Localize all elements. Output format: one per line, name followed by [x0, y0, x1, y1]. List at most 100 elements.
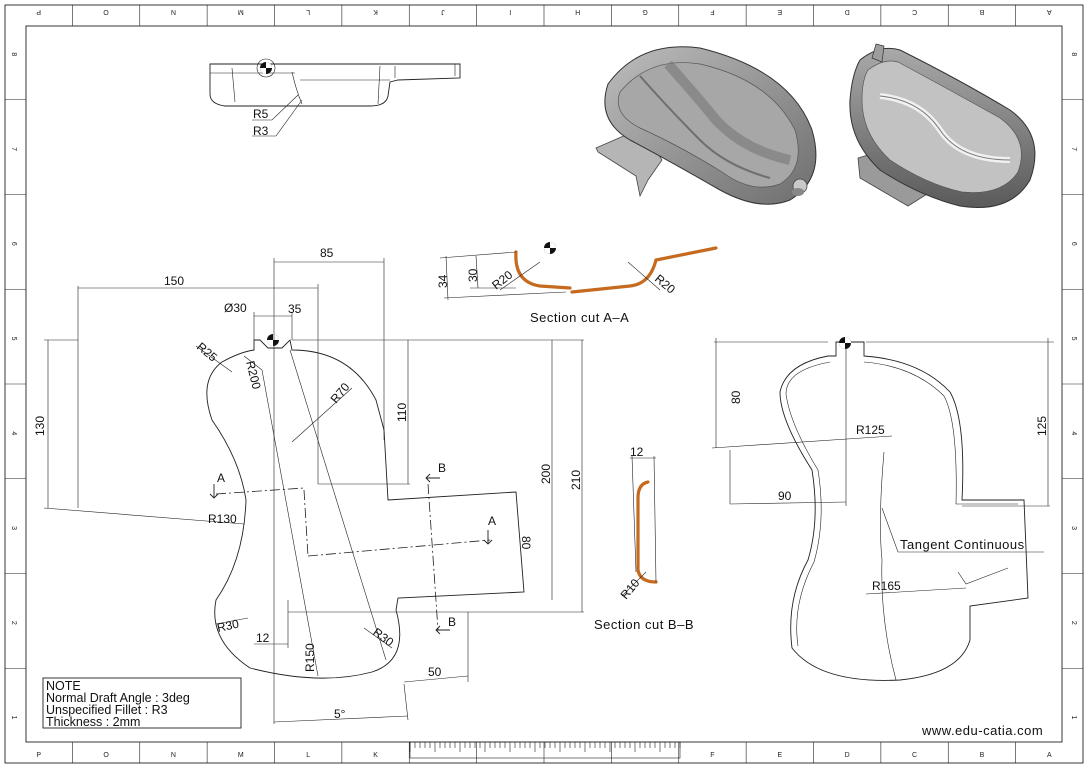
- zone-number-right: 3: [1070, 526, 1077, 530]
- note-line-2: Unspecified Fillet : R3: [46, 703, 168, 717]
- zone-letter-bottom: C: [912, 752, 917, 759]
- section-aa-d30: 30: [466, 268, 480, 282]
- scale-ruler: [409, 741, 681, 759]
- front-cut-a-top: A: [217, 471, 225, 485]
- note-box: NOTE Normal Draft Angle : 3deg Unspecifi…: [42, 677, 242, 729]
- front-d35: 35: [288, 302, 302, 316]
- zone-letter-bottom: M: [238, 752, 244, 759]
- zone-number-right: 8: [1070, 52, 1077, 56]
- section-bb: 12 R10 Section cut B–B: [594, 445, 694, 632]
- zone-number-right: 5: [1070, 337, 1077, 341]
- zone-letter-bottom: E: [777, 752, 782, 759]
- section-aa-title: Section cut A–A: [530, 310, 629, 325]
- zone-letter-top: K: [373, 8, 378, 15]
- zone-numbers-right: 8 7 6 5 4 3 2 1: [1070, 52, 1077, 719]
- isometric-view-bottom: [849, 43, 1036, 209]
- zone-number-right: 7: [1070, 147, 1077, 151]
- zone-number-right: 1: [1070, 716, 1077, 720]
- zone-letter-top: B: [979, 8, 984, 15]
- right-tangent-note: Tangent Continuous: [900, 537, 1025, 552]
- zone-letter-top: D: [845, 8, 850, 15]
- section-aa-r20-left: R20: [489, 268, 515, 293]
- front-r150: R150: [303, 643, 317, 672]
- zone-letter-bottom: N: [171, 752, 176, 759]
- zone-number-left: 4: [10, 431, 17, 435]
- right-r125: R125: [856, 423, 885, 437]
- zone-letter-top: C: [912, 8, 917, 15]
- front-d80: 80: [519, 536, 533, 550]
- top-r3-label: R3: [253, 124, 269, 138]
- front-r130: R130: [208, 512, 237, 526]
- front-view: 150 85 35 Ø30 R25 R200 R70 130 110 200 2…: [33, 246, 584, 724]
- zone-letter-top: I: [509, 8, 511, 15]
- front-r30-left: R30: [216, 617, 241, 635]
- front-cut-a-bottom: A: [488, 514, 496, 528]
- zone-number-left: 1: [10, 716, 17, 720]
- zone-letter-top: P: [36, 8, 41, 15]
- right-d90: 90: [778, 489, 792, 503]
- note-line-3: Thickness : 2mm: [46, 715, 140, 729]
- top-r5-label: R5: [253, 107, 269, 121]
- zone-letter-top: L: [306, 8, 310, 15]
- zone-number-right: 2: [1070, 621, 1077, 625]
- zone-letter-top: H: [575, 8, 580, 15]
- front-cut-b-top: B: [438, 461, 446, 475]
- section-aa-r20-right: R20: [652, 272, 678, 297]
- zone-letter-top: A: [1047, 8, 1052, 15]
- zone-letter-bottom: O: [103, 752, 109, 759]
- zone-letter-top: M: [238, 8, 244, 15]
- front-d200: 200: [539, 464, 553, 484]
- front-r70: R70: [328, 380, 353, 406]
- zone-letter-bottom: D: [845, 752, 850, 759]
- front-d150: 150: [164, 274, 184, 288]
- front-r30-right: R30: [370, 625, 396, 649]
- front-d110: 110: [395, 403, 409, 422]
- website-label: www.edu-catia.com: [921, 723, 1043, 738]
- zone-number-left: 5: [10, 337, 17, 341]
- zone-number-right: 4: [1070, 431, 1077, 435]
- section-bb-d12: 12: [630, 445, 644, 459]
- zone-number-left: 2: [10, 621, 17, 625]
- zone-letter-bottom: B: [980, 752, 985, 759]
- front-d50: 50: [428, 665, 442, 679]
- section-aa-d34: 34: [436, 274, 450, 288]
- zone-letter-bottom: F: [710, 752, 714, 759]
- note-line-1: Normal Draft Angle : 3deg: [46, 691, 190, 705]
- front-d12: 12: [256, 631, 270, 645]
- zone-letter-bottom: K: [373, 752, 378, 759]
- front-cut-b-bottom: B: [448, 615, 456, 629]
- section-bb-r10: R10: [618, 576, 643, 602]
- zone-letter-top: J: [441, 8, 445, 15]
- right-d125: 125: [1035, 416, 1049, 436]
- right-view: 80 R125 125 90 Tangent Continuous R165: [711, 337, 1054, 681]
- front-d85: 85: [320, 246, 334, 260]
- front-d5: 5°: [334, 707, 346, 721]
- zone-number-left: 6: [10, 242, 17, 246]
- zone-letter-top: N: [171, 8, 176, 15]
- zone-letter-top: O: [103, 8, 109, 15]
- zone-letter-bottom: L: [306, 752, 310, 759]
- top-view: R5 R3: [209, 58, 461, 138]
- zone-number-left: 8: [10, 52, 17, 56]
- section-aa-profile-right: [570, 246, 718, 294]
- front-d210: 210: [569, 470, 583, 490]
- zone-letter-top: F: [710, 8, 714, 15]
- right-r165: R165: [872, 579, 901, 593]
- zone-letter-bottom: P: [36, 752, 41, 759]
- front-r200: R200: [243, 359, 264, 391]
- zone-letter-top: G: [642, 8, 647, 15]
- zone-letter-top: E: [777, 8, 782, 15]
- section-bb-profile: [636, 480, 658, 584]
- zone-number-right: 6: [1070, 242, 1077, 246]
- zone-number-left: 3: [10, 526, 17, 530]
- right-d80: 80: [729, 390, 743, 404]
- front-d30dia: Ø30: [224, 301, 247, 315]
- section-aa-profile-left: [514, 250, 572, 290]
- isometric-view-top: [595, 46, 817, 205]
- zone-letter-bottom: A: [1047, 752, 1052, 759]
- section-bb-title: Section cut B–B: [594, 617, 694, 632]
- zone-ticks: [5, 5, 1083, 763]
